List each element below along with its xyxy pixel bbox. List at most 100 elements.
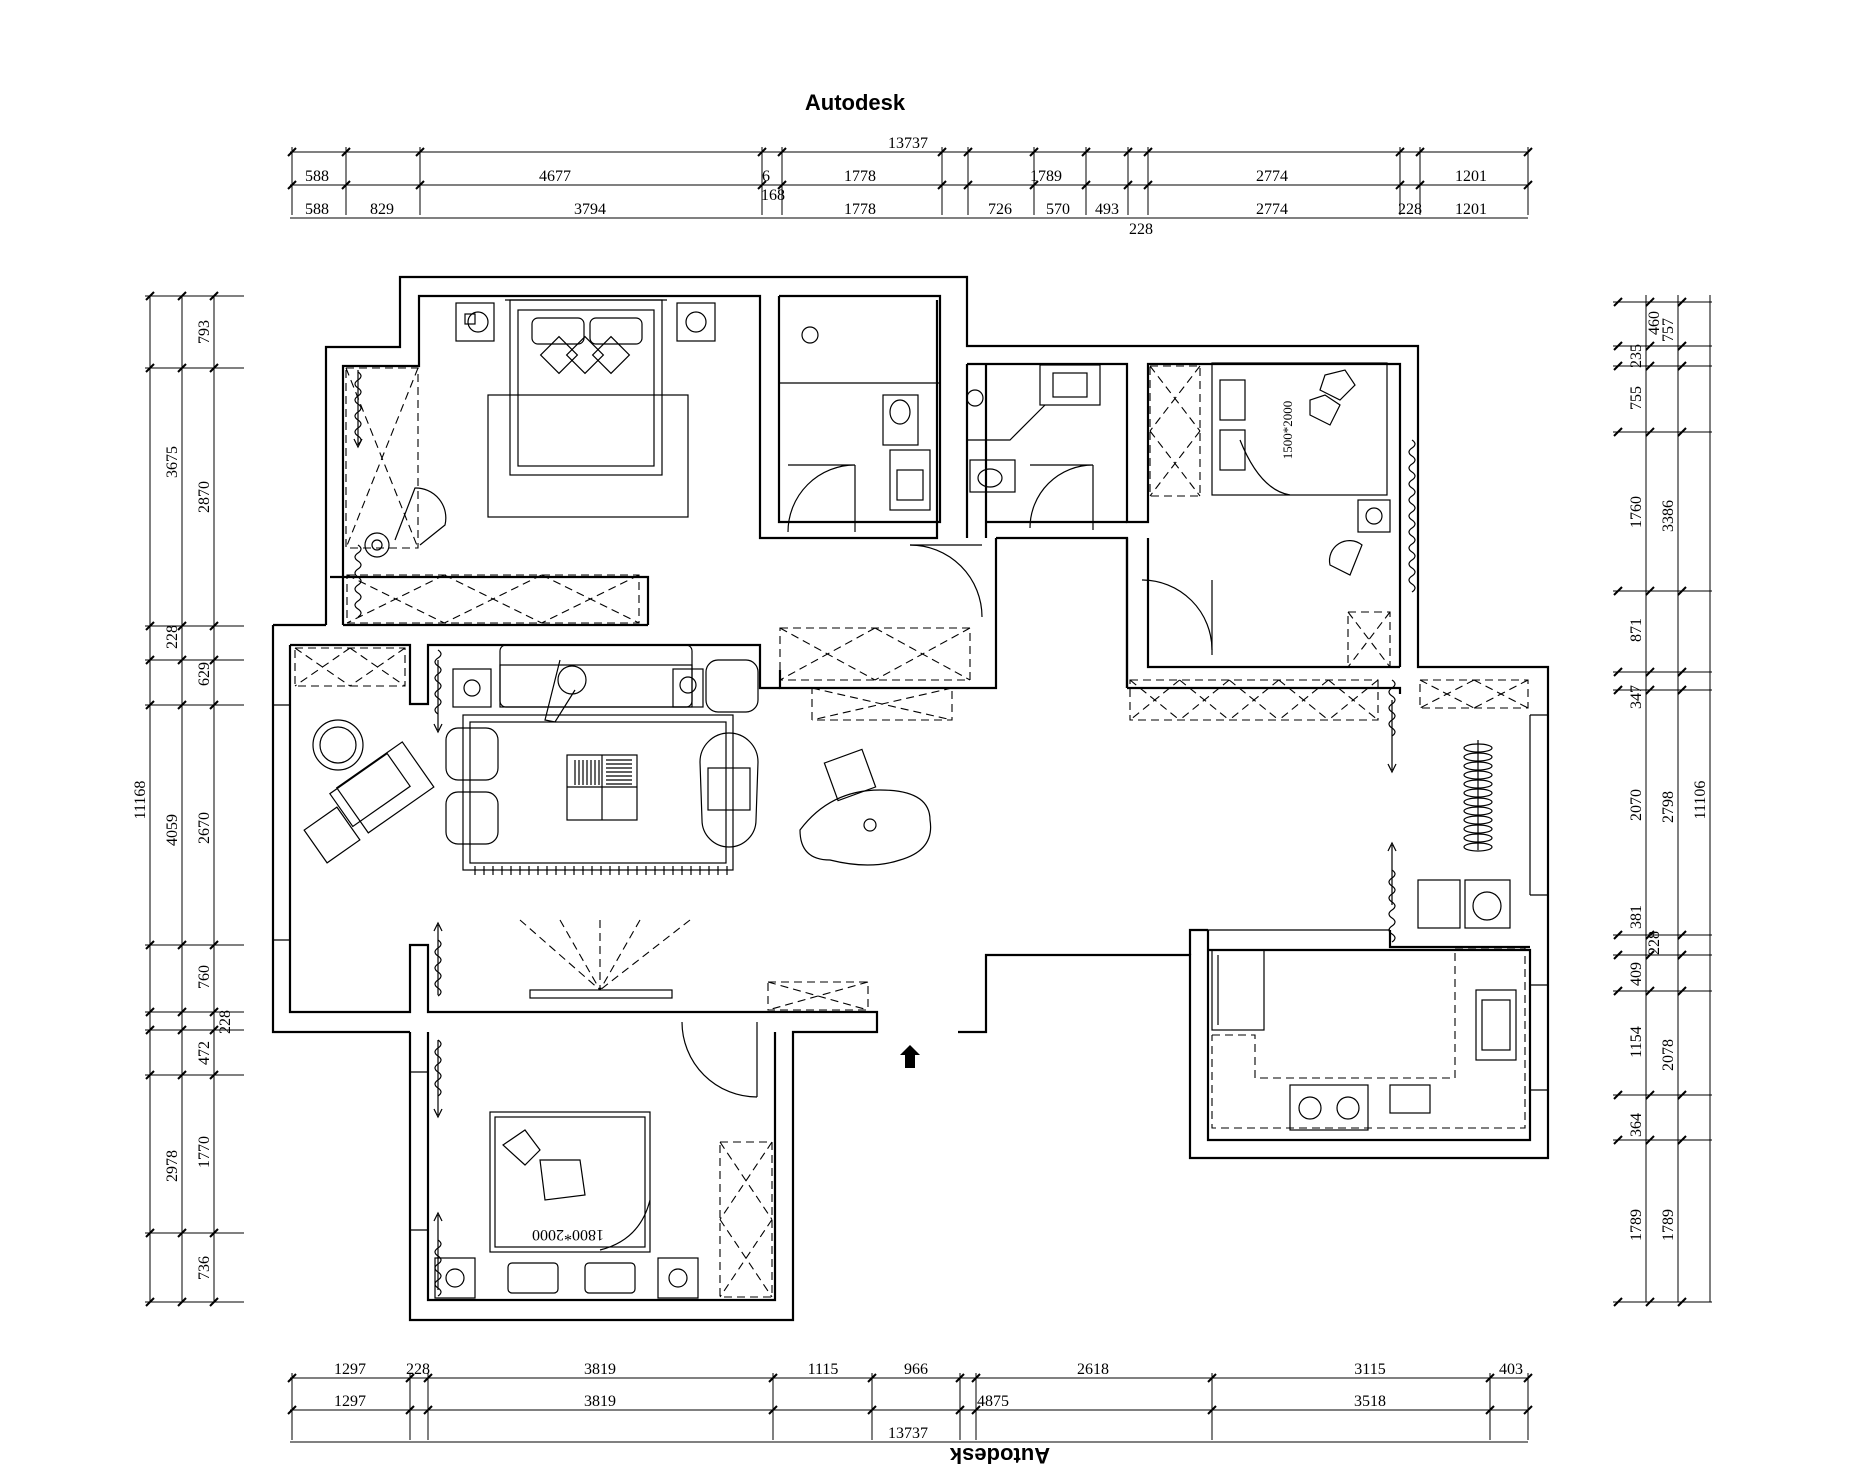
toilet-icon [882,394,1016,493]
plant-leaf [1463,743,1493,753]
dim-tick [209,700,219,710]
cabinet-cross [767,981,869,1011]
cabinet [811,687,953,721]
dim-tick [405,1405,415,1415]
plant-leaf [1463,824,1493,834]
dim-tick [1029,147,1039,157]
dim-tick [1645,427,1655,437]
cabinet-cross [1347,611,1391,668]
dim-tick [1677,950,1687,960]
dim-tick [971,1405,981,1415]
dim-tick [1645,685,1655,695]
curtain-wave [434,939,442,997]
dim-tick [287,1405,297,1415]
dim-tick [1143,180,1153,190]
dimensions-bottom: 1297 228 3819 1115 966 2618 3115 403 129… [287,1361,1533,1443]
dim-tick [1677,986,1687,996]
dim-tick [1645,1090,1655,1100]
secondary-bed-icon: 1500*2000 [1211,362,1388,496]
dim-tick [1207,1373,1217,1383]
dim-tick [1645,297,1655,307]
dim-right-c3-0: 460 [1646,311,1663,335]
dim-tick [955,1373,965,1383]
walls [271,275,1550,1322]
dim-tick [757,180,767,190]
dim-left-c2-2: 4059 [164,814,181,846]
dim-right-total: 11106 [1692,781,1709,820]
cabinet-cross [874,627,971,681]
dim-right-c2-3: 228 [1646,931,1663,955]
dim-tick [423,1373,433,1383]
dim-tick [1645,950,1655,960]
dim-tick [1677,341,1687,351]
cabinet-cross [1149,365,1201,432]
bottom-bed-size: 1800*2000 [532,1226,604,1243]
dim-tick [963,180,973,190]
dim-bot-total: 13737 [888,1425,928,1442]
dim-top-r1-5: 2774 [1256,168,1288,185]
desk-chair-icon [1328,499,1391,576]
dim-tick [937,147,947,157]
dim-bot-r2-1: 3819 [584,1393,616,1410]
dim-top-r2-1: 829 [370,201,394,218]
study-chair-icon [364,487,447,558]
door-bath1 [787,464,856,533]
dim-tick [1613,685,1623,695]
dim-tick [1415,180,1425,190]
dim-tick [1677,1135,1687,1145]
dim-tick [1645,1297,1655,1307]
dim-tick [1485,1373,1495,1383]
dim-left-c3-0: 793 [196,320,213,344]
plant-leaf [1463,797,1493,807]
dim-bot-r1-1: 228 [406,1361,430,1378]
dim-tick [145,940,155,950]
dim-tick [1523,147,1533,157]
dim-right-c2-0: 757 [1660,318,1677,342]
dim-left-total: 11168 [132,781,149,820]
dimensions-top: 13737 588 4677 6 168 1778 1789 2774 1201… [287,135,1533,238]
dim-tick [1613,1297,1623,1307]
plant-leaf [1463,833,1493,843]
cabinet-cross [779,627,876,681]
dim-top-r2-3: 1778 [844,201,876,218]
dim-tick [1613,586,1623,596]
dim-left-c2-0: 3675 [164,446,181,478]
secondary-bed-size: 1500*2000 [1280,401,1295,460]
dim-left-c3-6: 472 [196,1041,213,1065]
cabinet-cross [1179,679,1230,721]
dim-tick [145,1297,155,1307]
cabinet [719,1141,773,1298]
dim-bot-r1-5: 2618 [1077,1361,1109,1378]
washing-machine-icon [1417,879,1511,929]
dim-bot-r1-0: 1297 [334,1361,366,1378]
dim-bot-r1-4: 966 [904,1361,928,1378]
dim-tick [209,1297,219,1307]
dim-top-r2-7: 2774 [1256,201,1288,218]
cabinet-cross [719,1219,773,1298]
dim-bot-r2-3: 3518 [1354,1393,1386,1410]
dim-tick [209,1007,219,1017]
dim-bot-r1-7: 403 [1499,1361,1523,1378]
dim-tick [955,1405,965,1415]
dim-tick [1645,930,1655,940]
dim-top-r1-4: 1789 [1030,168,1062,185]
dim-tick [1613,950,1623,960]
cabinet [346,574,640,624]
plant-leaf [1463,806,1493,816]
shower-icon [801,326,1046,441]
dim-tick [1645,586,1655,596]
dim-tick [145,621,155,631]
dim-tick [1677,685,1687,695]
dim-top-r2-extra: 228 [1129,221,1153,238]
dim-tick [1645,1135,1655,1145]
cabinet-cross [1328,679,1379,721]
dim-tick [177,1228,187,1238]
dim-tick [777,147,787,157]
dim-tick [177,291,187,301]
dim-tick [405,1373,415,1383]
cabinet [1347,611,1391,668]
dim-tick [867,1373,877,1383]
armchair-icon [303,719,759,864]
dim-tick [341,180,351,190]
dim-tick [1613,341,1623,351]
